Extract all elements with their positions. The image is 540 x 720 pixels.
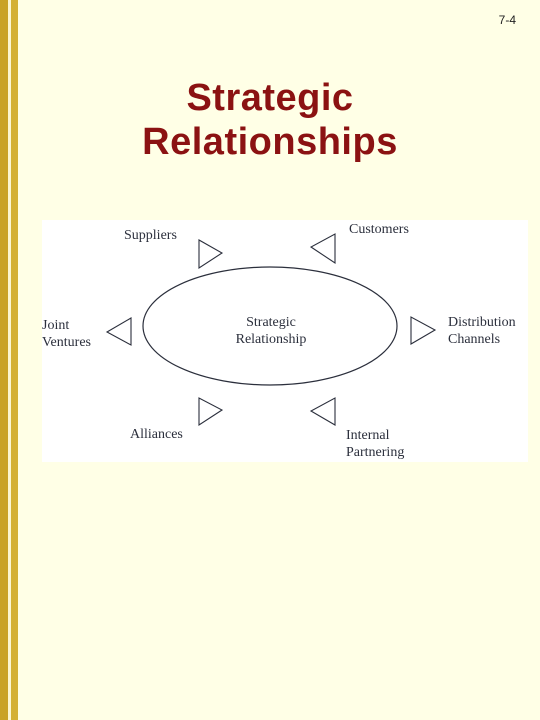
diagram-graphics — [105, 233, 437, 427]
center-label: Strategic Relationship — [212, 314, 330, 348]
center-label-line-2: Relationship — [235, 332, 307, 347]
arrow-internal-partnering — [309, 397, 336, 426]
slide-title: Strategic Relationships — [40, 76, 500, 164]
center-ellipse — [142, 266, 398, 386]
node-suppliers: Suppliers — [124, 228, 177, 243]
node-alliances: Alliances — [130, 427, 183, 442]
arrow-distribution-channels — [410, 316, 437, 345]
decorative-stripe-gap — [8, 0, 11, 720]
arrow-customers — [309, 233, 336, 265]
node-internal-partnering-line-1: Internal — [346, 428, 390, 443]
decorative-stripe-inner — [11, 0, 18, 720]
center-label-line-1: Strategic — [246, 315, 296, 330]
node-distribution-channels: Distribution Channels — [448, 314, 516, 348]
decorative-stripe-outer — [0, 0, 8, 720]
arrow-suppliers — [198, 239, 224, 270]
node-internal-partnering: Internal Partnering — [346, 427, 404, 461]
arrow-joint-ventures — [105, 317, 132, 346]
strategic-relationship-diagram: Strategic Relationship Suppliers Custome… — [42, 220, 528, 462]
node-joint-ventures-line-1: Joint — [42, 318, 70, 333]
node-internal-partnering-line-2: Partnering — [346, 445, 405, 460]
slide-number: 7-4 — [498, 13, 516, 27]
node-distribution-channels-line-2: Channels — [448, 332, 501, 347]
node-customers: Customers — [349, 222, 409, 237]
node-joint-ventures: Joint Ventures — [42, 317, 91, 351]
arrow-alliances — [198, 397, 224, 427]
node-joint-ventures-line-2: Ventures — [42, 335, 91, 350]
slide-title-line-2: Relationships — [142, 121, 398, 163]
slide-title-line-1: Strategic — [186, 77, 354, 119]
node-distribution-channels-line-1: Distribution — [448, 315, 516, 330]
